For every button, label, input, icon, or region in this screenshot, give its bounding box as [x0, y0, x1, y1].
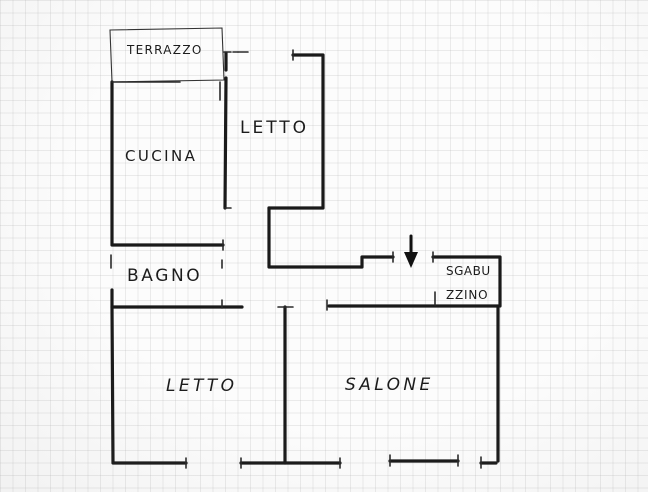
room-label-terrazzo: TERRAZZO: [127, 43, 203, 57]
terrace-outline: [109, 27, 225, 83]
room-label-sgabuzzino-line2: ZZINO: [446, 288, 489, 302]
room-label-sgabuzzino-line1: SGABU: [446, 264, 491, 278]
upper-bedroom-walls: [223, 49, 325, 210]
room-label-salone: SALONE: [345, 375, 434, 395]
room-label-letto-upper: LETTO: [240, 118, 310, 138]
room-label-letto-lower: LETTO: [166, 376, 238, 396]
room-label-cucina: CUCINA: [125, 147, 198, 165]
kitchen-walls: [110, 80, 225, 251]
room-label-bagno: BAGNO: [127, 266, 203, 286]
storage-walls: [431, 251, 502, 308]
lower-bedroom-walls: [110, 305, 342, 469]
corridor-walls: [267, 206, 395, 269]
living-room-walls: [326, 299, 500, 469]
arrow-down-icon: [404, 234, 418, 268]
